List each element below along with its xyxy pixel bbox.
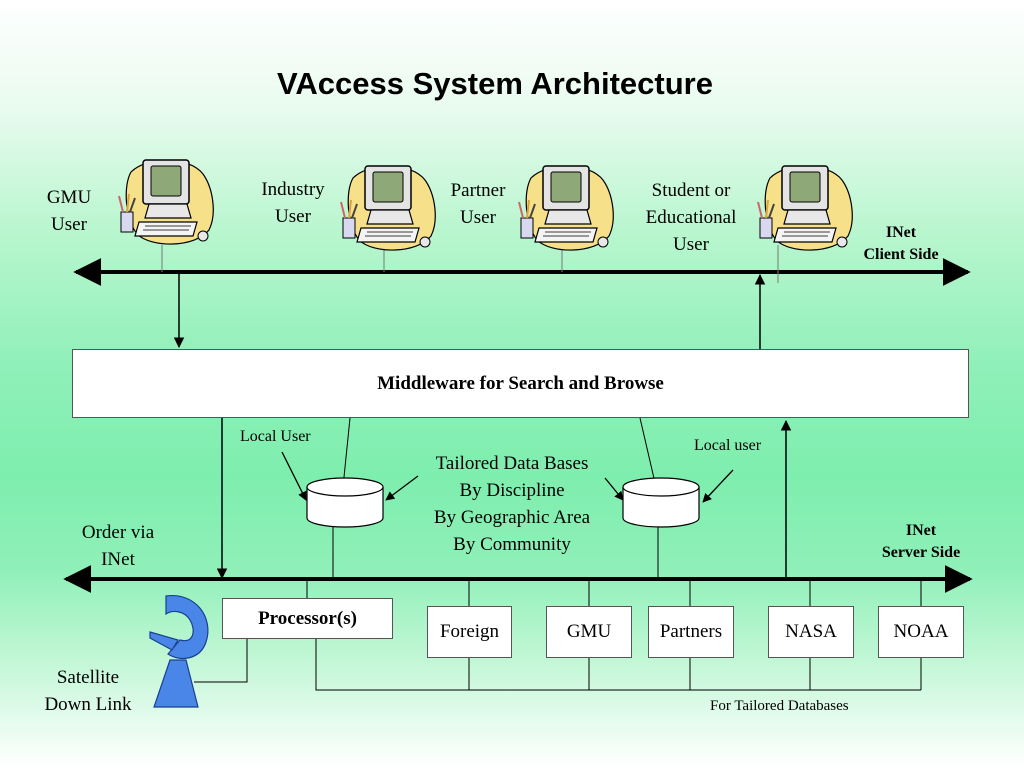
processor-label: Processor(s) bbox=[258, 607, 357, 629]
source-label: Partners bbox=[659, 621, 723, 642]
satellite-line: Down Link bbox=[44, 694, 132, 715]
user-label-line: Industry bbox=[261, 179, 325, 200]
tailored-line: Tailored Data Bases bbox=[435, 453, 589, 474]
user-label-line: Student or bbox=[651, 180, 731, 201]
client-side-label: INet Client Side bbox=[846, 222, 956, 266]
tailored-databases-label: Tailored Data Bases By Discipline By Geo… bbox=[402, 450, 622, 558]
source-box-foreign: Foreign bbox=[427, 606, 512, 658]
middleware-box: Middleware for Search and Browse bbox=[72, 349, 969, 418]
satellite-dish-icon bbox=[149, 595, 209, 708]
page-title: VAccess System Architecture bbox=[277, 66, 713, 101]
tailored-footer-label: For Tailored Databases bbox=[710, 698, 849, 714]
user-label-line: Partner bbox=[450, 180, 506, 201]
source-box-gmu: GMU bbox=[546, 606, 632, 658]
source-box-partners: Partners bbox=[648, 606, 734, 658]
user-label-line: User bbox=[460, 207, 496, 228]
source-box-nasa: NASA bbox=[768, 606, 854, 658]
satellite-downlink-label: Satellite Down Link bbox=[26, 664, 150, 718]
tailored-line: By Geographic Area bbox=[433, 507, 591, 528]
database-icon-right bbox=[622, 477, 700, 528]
user-label-line: User bbox=[673, 234, 709, 255]
server-side-label: INet Server Side bbox=[866, 520, 976, 564]
source-box-noaa: NOAA bbox=[878, 606, 964, 658]
source-label: NASA bbox=[785, 621, 837, 642]
source-label: Foreign bbox=[439, 621, 500, 642]
client-side-line: INet bbox=[885, 224, 917, 241]
order-via-inet-label: Order via INet bbox=[66, 519, 170, 573]
source-label: NOAA bbox=[893, 621, 949, 642]
computer-icon bbox=[118, 159, 214, 245]
client-side-line: Client Side bbox=[863, 246, 939, 263]
tailored-line: By Community bbox=[453, 534, 571, 555]
satellite-line: Satellite bbox=[56, 667, 120, 688]
user-label-gmu: GMU User bbox=[30, 184, 108, 238]
computer-icon bbox=[518, 165, 614, 251]
server-side-line: INet bbox=[905, 522, 937, 539]
local-user-label-left: Local User bbox=[240, 428, 311, 445]
order-line: INet bbox=[101, 549, 135, 570]
computer-icon bbox=[340, 165, 436, 251]
user-label-partner: Partner User bbox=[436, 177, 520, 231]
tailored-line: By Discipline bbox=[459, 480, 565, 501]
user-label-line: GMU bbox=[46, 187, 92, 208]
user-label-industry: Industry User bbox=[246, 176, 340, 230]
user-label-line: Educational bbox=[645, 207, 737, 228]
user-label-line: User bbox=[51, 214, 87, 235]
order-line: Order via bbox=[81, 522, 155, 543]
source-label: GMU bbox=[566, 621, 612, 642]
user-label-student: Student or Educational User bbox=[628, 177, 754, 258]
user-label-line: User bbox=[275, 206, 311, 227]
server-side-line: Server Side bbox=[881, 544, 961, 561]
computer-icon bbox=[757, 165, 853, 251]
database-icon-left bbox=[306, 477, 384, 528]
middleware-label: Middleware for Search and Browse bbox=[377, 372, 664, 394]
local-user-label-right: Local user bbox=[694, 437, 762, 454]
processor-box: Processor(s) bbox=[222, 598, 393, 639]
